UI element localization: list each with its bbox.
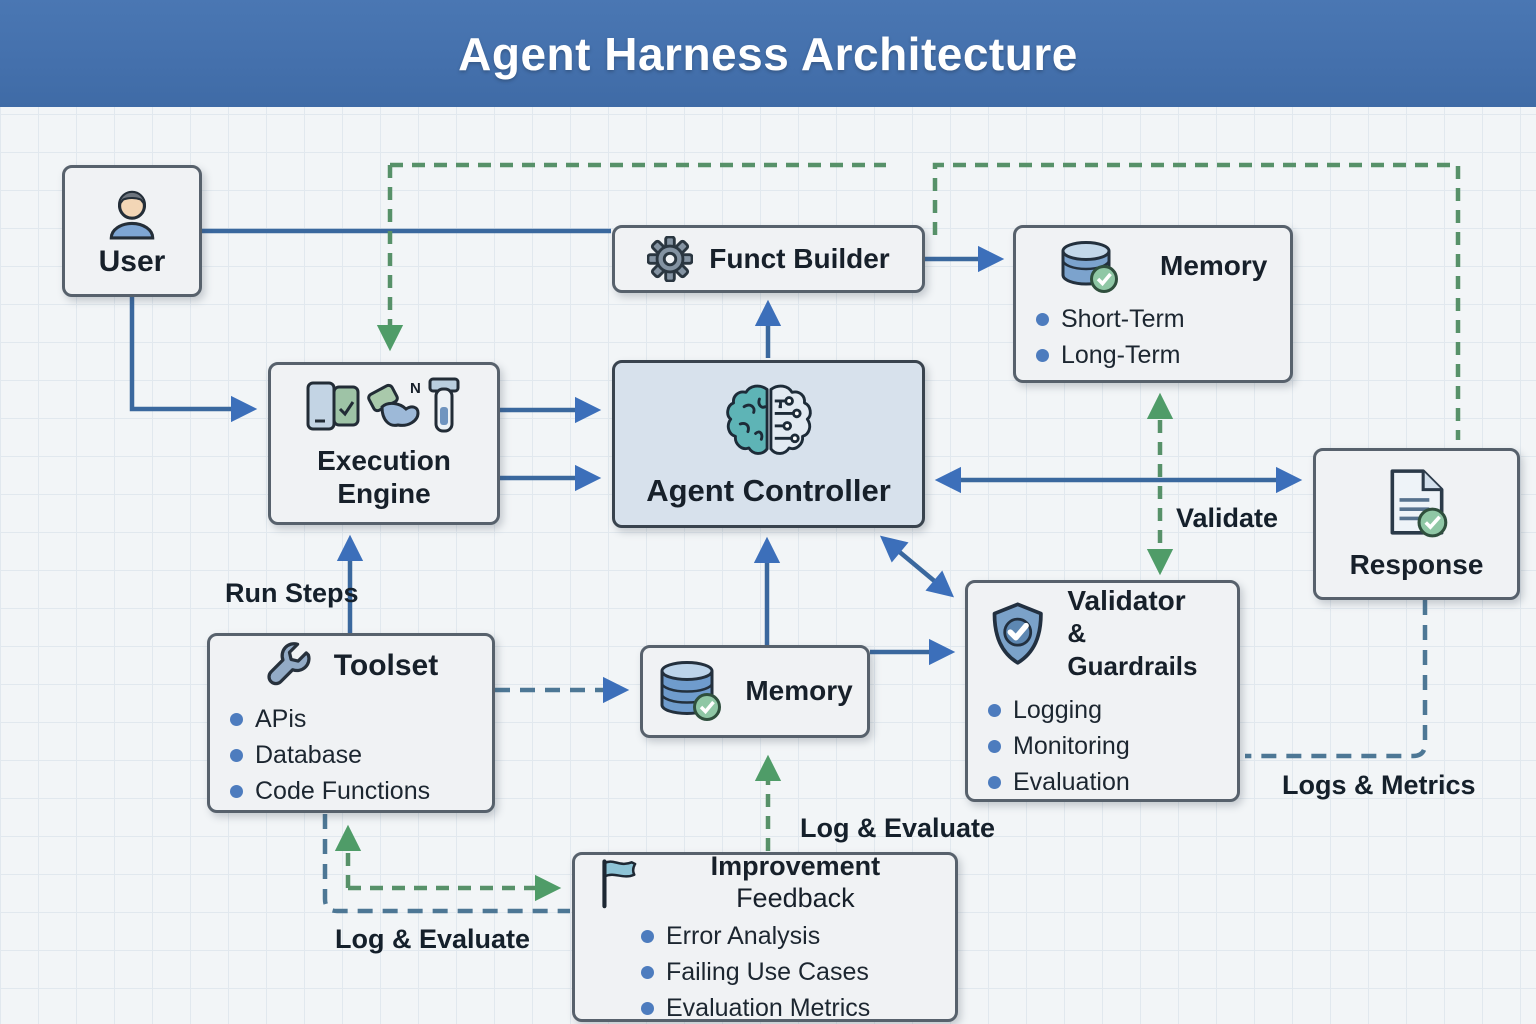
edge-user-executionengine [129,297,258,423]
edge-label-log-evaluate-center: Log & Evaluate [800,813,996,843]
edge-label-run-steps: Run Steps [225,578,359,608]
devices-tools-testtube-icon: N [306,377,460,433]
node-validator[interactable]: Validator & Guardrails Logging Monitorin… [965,580,1240,802]
node-user[interactable]: User [62,165,202,297]
shield-check-icon [992,601,1043,665]
bullet-dot [230,712,243,726]
node-response-label: Response [1349,548,1484,580]
list-item: APis [230,705,430,734]
list-item: Error Analysis [641,922,870,951]
edge-loop-top-right [932,162,1461,440]
list-item: Logging [988,696,1130,725]
node-agent-controller-label: Agent Controller [646,473,891,509]
document-check-icon [1390,469,1447,538]
gear-icon [647,236,694,282]
bullet-dot [641,929,654,943]
list-item: Long-Term [1036,341,1185,370]
node-validator-title: Validator [1067,585,1186,617]
list-item: Database [230,741,430,770]
list-item: Failing Use Cases [641,958,870,987]
node-funct-builder[interactable]: Funct Builder [612,225,925,293]
node-memory-top-title: Memory [1160,250,1268,282]
list-item: Short-Term [1036,305,1185,334]
validator-bullet-2: Evaluation [1013,767,1130,796]
bullet-dot [230,748,243,762]
edge-response-validator-logs [1245,600,1428,759]
bullet-dot [988,739,1001,753]
bullet-dot [988,703,1001,717]
bullet-dot [1036,312,1049,326]
node-agent-controller[interactable]: Agent Controller [612,360,925,528]
node-user-label: User [98,244,166,278]
database-check-icon [1061,240,1118,293]
brain-circuit-icon [725,384,812,456]
node-memory-top[interactable]: Memory Short-Term Long-Term [1013,225,1293,383]
node-memory-bottom-title: Memory [745,675,853,707]
bullet-dot [230,784,243,798]
memory-top-bullet-1: Long-Term [1061,340,1181,369]
node-execution-engine-label2: Engine [337,477,431,509]
validator-bullet-0: Logging [1013,695,1102,724]
node-funct-builder-label: Funct Builder [709,242,890,274]
toolset-bullet-1: Database [255,740,363,769]
bullet-dot [641,1001,654,1015]
node-response[interactable]: Response [1313,448,1520,600]
dashed-green-connectors [334,162,1461,902]
page-title: Agent Harness Architecture [458,27,1078,80]
edge-toolset-feedback [322,814,570,914]
list-item: Evaluation [988,768,1130,797]
edge-controller-validator [879,535,955,598]
edge-label-logs-metrics: Logs & Metrics [1282,770,1476,800]
feedback-bullet-1: Failing Use Cases [666,957,869,986]
feedback-title-rest: Feedback [736,882,855,913]
list-item: Code Functions [230,777,430,806]
node-toolset-title: Toolset [333,649,439,683]
toolset-bullet-0: APis [255,704,307,733]
person-icon [109,190,155,240]
node-improvement-feedback[interactable]: Improvement Feedback Error Analysis Fail… [572,851,958,1023]
memory-top-bullet-0: Short-Term [1061,304,1185,333]
dashed-blue-connectors [322,600,1428,914]
svg-text:N: N [410,380,421,397]
database-stack-check-icon [660,660,722,721]
wrench-icon [267,641,311,685]
node-execution-engine-label1: Execution [317,445,451,477]
toolset-bullet-2: Code Functions [255,776,431,805]
validator-bullet-1: Monitoring [1013,731,1130,760]
node-execution-engine[interactable]: N Execution Engine [268,362,500,525]
solid-blue-connectors [129,228,1303,666]
list-item: Evaluation Metrics [641,994,870,1023]
feedback-bullet-2: Evaluation Metrics [666,993,871,1022]
list-item: Monitoring [988,732,1130,761]
node-validator-subtitle: & Guardrails [1067,618,1198,681]
bullet-dot [641,965,654,979]
bullet-dot [988,775,1001,789]
node-memory-bottom[interactable]: Memory [640,645,870,738]
flag-icon [602,858,637,908]
bullet-dot [1036,348,1049,362]
edge-label-validate: Validate [1176,503,1279,533]
feedback-title-bold: Improvement [710,851,881,882]
edge-label-log-evaluate-left: Log & Evaluate [335,924,531,954]
diagram-header: Agent Harness Architecture [0,0,1536,107]
node-toolset[interactable]: Toolset APis Database Code Functions [207,633,495,813]
feedback-bullet-0: Error Analysis [666,921,821,950]
